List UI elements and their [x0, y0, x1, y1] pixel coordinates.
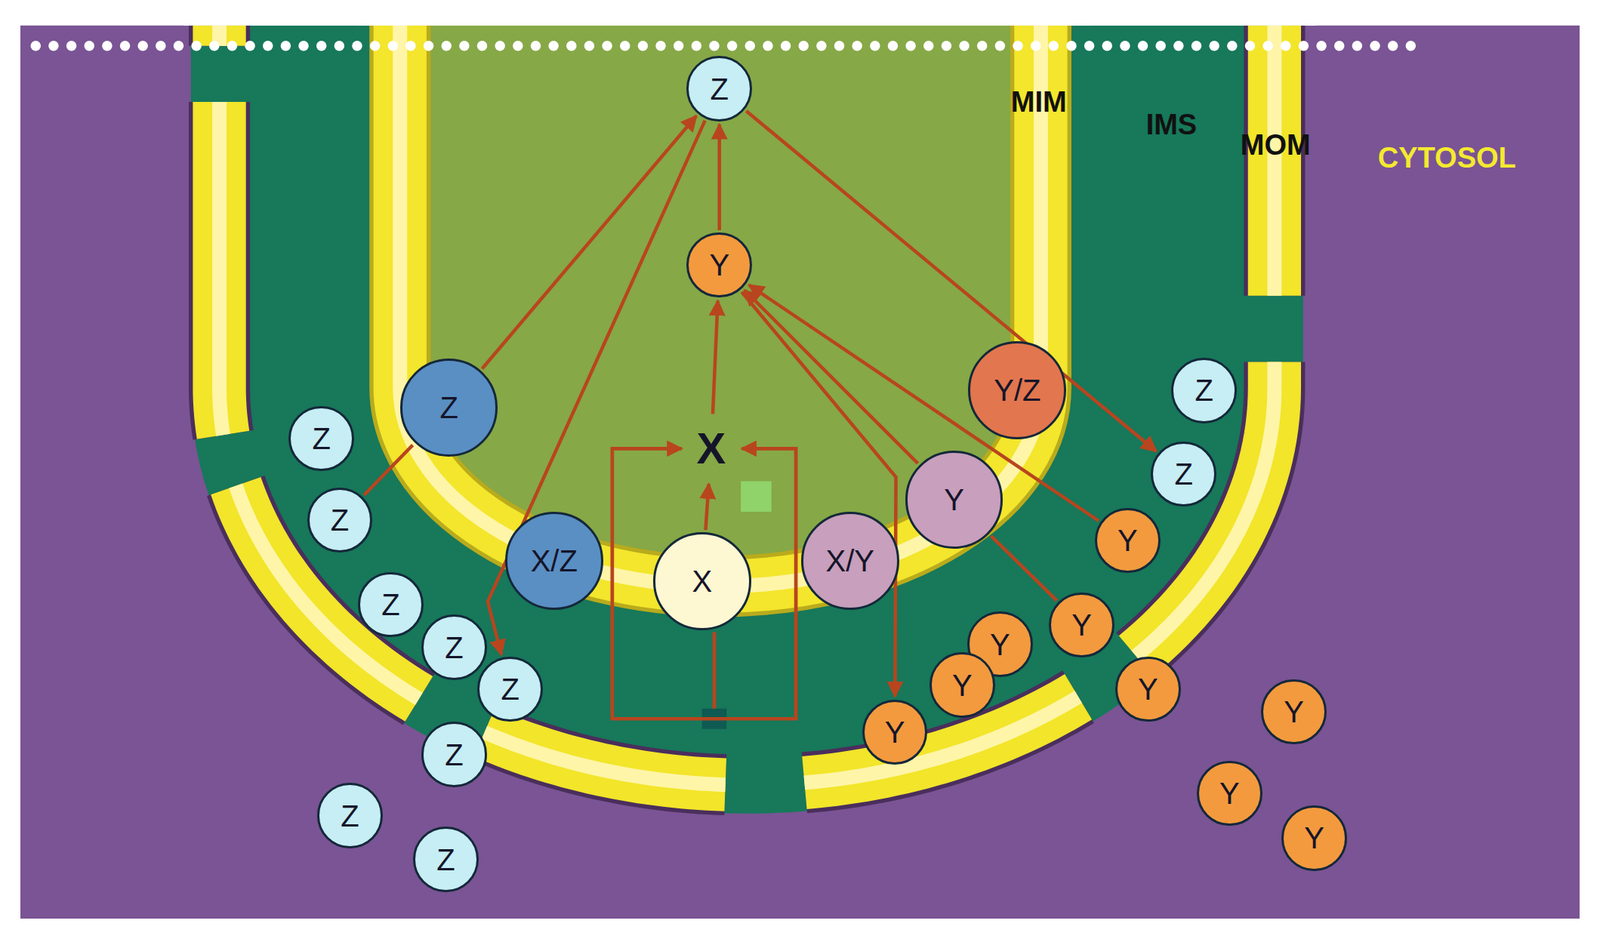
inner-membrane [400, 25, 1042, 587]
node-label: Y [1219, 778, 1240, 809]
node-label: X [691, 566, 713, 597]
z-molecule: Z [317, 783, 383, 848]
y-transporter: Y [905, 450, 1004, 549]
transport-arrow [746, 110, 1157, 452]
z-molecule: Z [288, 406, 354, 472]
node-label: Z [436, 844, 455, 876]
y-molecule: Y [1260, 679, 1326, 745]
z-molecule: Z [686, 55, 752, 121]
transport-arrow [363, 445, 413, 496]
transport-arrow [705, 484, 709, 531]
dotted-boundary [30, 40, 1417, 52]
node-label: X [696, 426, 727, 471]
intermembrane-space [219, 25, 1275, 786]
node-label: Z [330, 505, 349, 536]
y-molecule: Y [1196, 761, 1262, 827]
node-label: Y [989, 629, 1011, 660]
node-label: Y [1137, 674, 1159, 705]
y-molecule: Y [1281, 805, 1347, 871]
region-label: MOM [1240, 130, 1311, 160]
node-label: Z [500, 674, 519, 705]
node-label: Y [1117, 525, 1138, 556]
y-molecule: Y [1048, 592, 1114, 658]
transport-arrow [481, 116, 697, 370]
y-molecule: Y [929, 652, 995, 718]
z-molecule: Z [421, 721, 487, 787]
z-molecule: Z [1171, 357, 1237, 423]
transport-arrow [741, 292, 896, 697]
region-label: IMS [1146, 110, 1198, 139]
node-label: Z [1194, 375, 1213, 406]
node-label: Z [340, 801, 359, 832]
node-label: Z [311, 423, 330, 454]
z-molecule: Z [413, 826, 478, 892]
node-label: Z [439, 392, 458, 423]
yz-transporter: Y/Z [968, 341, 1067, 440]
region-label: CYTOSOL [1378, 143, 1517, 173]
node-label: X/Z [530, 545, 578, 577]
cytosol-ground [20, 25, 1580, 919]
transport-arrow [744, 290, 918, 464]
xy-transporter: X/Y [801, 511, 900, 611]
node-label: Y [709, 249, 730, 281]
transport-arrow [991, 536, 1058, 601]
node-label: Y/Z [993, 375, 1041, 406]
xz-transporter: X/Z [505, 511, 604, 611]
bracket-arrows [612, 448, 796, 719]
node-label: Y [1283, 696, 1305, 728]
node-label: Z [1174, 459, 1193, 490]
node-label: X/Y [825, 545, 874, 577]
node-label: Y [884, 717, 906, 748]
region-label: MIM [1011, 87, 1067, 117]
node-label: Z [444, 739, 463, 771]
outer-membrane [219, 25, 1275, 786]
x-transporter: X [653, 532, 752, 631]
node-label: Z [444, 632, 463, 663]
green-square [740, 481, 772, 513]
node-label: Y [952, 670, 973, 701]
transport-arrow [717, 124, 722, 231]
z-molecule: Z [307, 487, 373, 553]
node-label: Z [710, 73, 729, 105]
y-molecule: Y [686, 232, 752, 298]
y-molecule: Y [1115, 656, 1181, 722]
node-label: Y [1071, 610, 1092, 641]
node-label: Y [943, 484, 965, 515]
y-molecule: Y [1094, 508, 1160, 574]
node-label: Y [1304, 823, 1325, 854]
z-molecule: Z [477, 656, 543, 722]
x-product: X [678, 416, 744, 481]
node-label: Z [381, 589, 400, 620]
transport-arrow [712, 300, 719, 414]
z-transporter: Z [400, 358, 499, 457]
z-molecule: Z [421, 614, 487, 680]
z-molecule: Z [1150, 441, 1216, 507]
z-molecule: Z [357, 572, 423, 638]
y-molecule: Y [862, 699, 928, 765]
